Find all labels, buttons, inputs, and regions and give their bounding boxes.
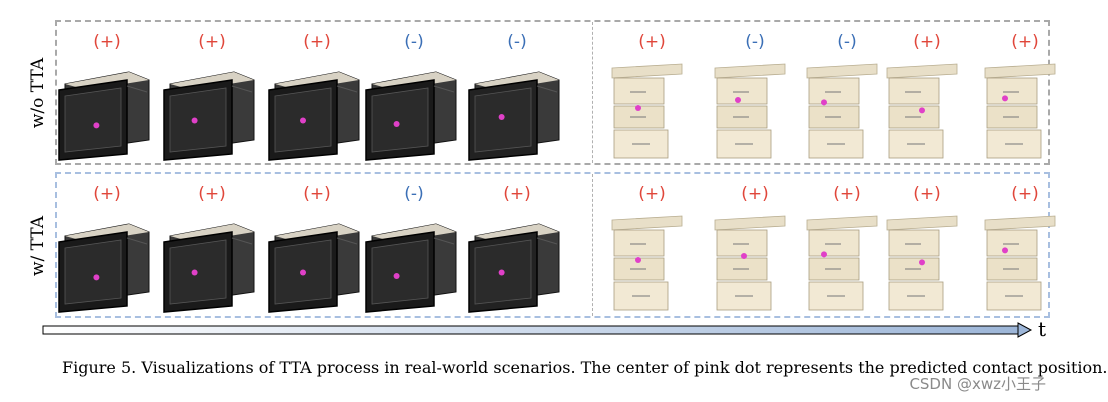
cabinet-illustration xyxy=(714,63,786,159)
row-label-wo-tta: w/o TTA xyxy=(28,57,49,128)
panel-cell: (-) xyxy=(364,22,464,162)
contact-sign-label: (+) xyxy=(93,184,121,204)
cabinet-illustration xyxy=(611,63,683,159)
contact-sign-label: (+) xyxy=(741,184,769,204)
microwave-illustration xyxy=(268,71,360,161)
contact-sign-label: (+) xyxy=(1011,32,1039,52)
contact-sign-label: (-) xyxy=(837,32,857,52)
cabinet-illustration xyxy=(806,63,878,159)
panel-cell: (+) xyxy=(162,174,262,314)
microwave-illustration xyxy=(163,71,255,161)
cabinet-illustration xyxy=(886,63,958,159)
panel-cell: (+) xyxy=(57,174,157,314)
panel-cell: (-) xyxy=(364,174,464,314)
time-arrow xyxy=(42,322,1033,338)
panel-cell: (-) xyxy=(797,22,897,162)
contact-sign-label: (+) xyxy=(198,32,226,52)
row-label-w-tta: w/ TTA xyxy=(28,215,48,276)
panel-wo-tta: (+) (+) (+) (-) (-) (+) (-) (-) (+) (+) xyxy=(55,20,1056,165)
microwave-illustration xyxy=(58,71,150,161)
panel-cell: (+) xyxy=(267,22,367,162)
cabinet-illustration xyxy=(886,215,958,311)
cabinet-illustration xyxy=(984,63,1056,159)
contact-sign-label: (-) xyxy=(507,32,527,52)
contact-sign-label: (+) xyxy=(503,184,531,204)
cabinet-illustration xyxy=(806,215,878,311)
panel-cell: (+) xyxy=(797,174,897,314)
microwave-illustration xyxy=(468,223,560,313)
contact-sign-label: (+) xyxy=(833,184,861,204)
contact-sign-label: (+) xyxy=(303,184,331,204)
panel-cell: (+) xyxy=(877,174,977,314)
panel-cell: (-) xyxy=(467,22,567,162)
microwave-illustration xyxy=(365,223,457,313)
panel-cell: (+) xyxy=(602,22,702,162)
time-axis-label: t xyxy=(1038,317,1047,341)
panel-cell: (+) xyxy=(705,174,805,314)
contact-sign-label: (-) xyxy=(404,184,424,204)
panel-cell: (+) xyxy=(602,174,702,314)
panel-cell: (+) xyxy=(267,174,367,314)
contact-sign-label: (+) xyxy=(198,184,226,204)
contact-sign-label: (+) xyxy=(638,184,666,204)
watermark: CSDN @xwz小王子 xyxy=(909,375,1046,393)
microwave-illustration xyxy=(365,71,457,161)
panel-cell: (+) xyxy=(467,174,567,314)
cabinet-illustration xyxy=(714,215,786,311)
microwave-illustration xyxy=(163,223,255,313)
contact-sign-label: (-) xyxy=(404,32,424,52)
microwave-illustration xyxy=(58,223,150,313)
panel-cell: (+) xyxy=(975,22,1075,162)
microwave-illustration xyxy=(468,71,560,161)
cabinet-illustration xyxy=(611,215,683,311)
contact-sign-label: (+) xyxy=(638,32,666,52)
panel-w-tta: (+) (+) (+) (-) (+) (+) (+) (+) (+) (+) xyxy=(55,172,1056,318)
contact-sign-label: (-) xyxy=(745,32,765,52)
contact-sign-label: (+) xyxy=(303,32,331,52)
cabinet-illustration xyxy=(984,215,1056,311)
panel-divider xyxy=(592,174,593,316)
contact-sign-label: (+) xyxy=(913,32,941,52)
panel-cell: (-) xyxy=(705,22,805,162)
contact-sign-label: (+) xyxy=(1011,184,1039,204)
panel-cell: (+) xyxy=(57,22,157,162)
contact-sign-label: (+) xyxy=(913,184,941,204)
microwave-illustration xyxy=(268,223,360,313)
panel-cell: (+) xyxy=(975,174,1075,314)
contact-sign-label: (+) xyxy=(93,32,121,52)
panel-cell: (+) xyxy=(162,22,262,162)
figure-caption: Figure 5. Visualizations of TTA process … xyxy=(62,358,1108,377)
panel-cell: (+) xyxy=(877,22,977,162)
panel-divider xyxy=(592,22,593,163)
